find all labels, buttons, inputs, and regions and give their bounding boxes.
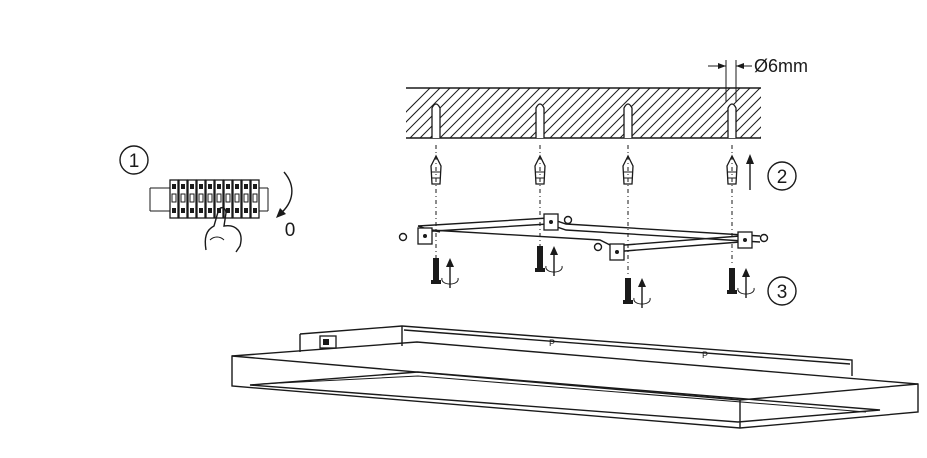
screw-icon <box>625 278 631 302</box>
svg-text:P: P <box>702 350 708 360</box>
step-2-group: 2 <box>746 154 797 191</box>
drill-hole <box>431 103 441 138</box>
breaker-module <box>232 179 242 219</box>
rotate-icon <box>737 287 755 295</box>
step-3-number: 3 <box>777 282 788 303</box>
wall-plugs <box>430 154 738 185</box>
ceiling-light-panel: P P <box>231 325 919 429</box>
breaker-module <box>187 179 197 219</box>
rotate-arrow-icon <box>279 171 293 215</box>
step-3-group: 3 <box>767 276 797 306</box>
rotate-icon <box>441 277 459 285</box>
breaker-module <box>205 179 215 219</box>
mounting-bracket <box>398 213 769 261</box>
ceiling-hatching <box>406 88 761 138</box>
fixing-screws <box>431 246 755 308</box>
step-2-circle <box>767 161 797 191</box>
screw-icon <box>537 246 543 270</box>
breaker-module <box>178 179 188 219</box>
drill-hole <box>535 103 545 138</box>
breaker-module <box>250 179 260 219</box>
step-1-circle <box>119 145 149 175</box>
screw-icon <box>433 258 439 282</box>
breaker-module <box>196 179 206 219</box>
rotate-icon <box>633 297 651 305</box>
svg-text:P: P <box>549 338 555 348</box>
breaker-panel <box>149 179 269 253</box>
drill-dimension: Ø6mm <box>708 56 808 102</box>
breaker-module <box>223 179 233 219</box>
breaker-module <box>241 179 251 219</box>
alignment-lines <box>435 145 733 275</box>
rotate-icon <box>545 265 563 273</box>
breaker-module <box>169 179 179 219</box>
drill-hole <box>623 103 633 138</box>
step-3-circle <box>767 276 797 306</box>
step-1-group: 1 0 <box>119 145 296 253</box>
screw-icon <box>729 268 735 292</box>
breaker-module <box>214 179 224 219</box>
hand-icon <box>204 206 242 253</box>
drill-diameter-label: Ø6mm <box>754 56 808 76</box>
drill-hole <box>727 103 737 138</box>
step-2-number: 2 <box>777 167 788 188</box>
ceiling <box>406 87 761 139</box>
breaker-off-label: 0 <box>285 220 296 241</box>
step-1-number: 1 <box>129 151 140 172</box>
